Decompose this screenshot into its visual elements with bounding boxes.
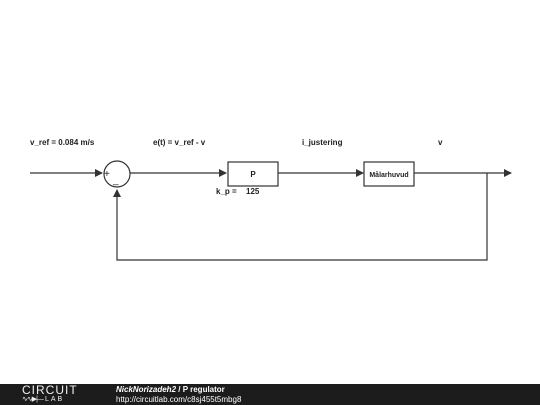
credit-separator: / (176, 385, 183, 394)
summing-plus-sign: + (104, 169, 110, 180)
plant-block (363, 161, 415, 187)
v-output-label: v (438, 138, 443, 147)
p-controller-block (227, 161, 279, 187)
credit-block: NickNorizadeh2 / P regulator http://circ… (116, 385, 241, 405)
error-label: e(t) = v_ref - v (153, 138, 206, 147)
i-justering-label: i_justering (302, 138, 343, 147)
feedback-path (113, 173, 488, 261)
v-ref-label: v_ref = 0.084 m/s (30, 138, 95, 147)
footer-bar: CIRCUIT ∿∿▶|—LAB NickNorizadeh2 / P regu… (0, 384, 540, 405)
p-controller-label: P (250, 170, 256, 179)
circuitlab-logo[interactable]: CIRCUIT ∿∿▶|—LAB (22, 383, 94, 404)
logo-lab-text: LAB (44, 396, 65, 403)
logo-wordmark-bottom: ∿∿▶|—LAB (22, 396, 64, 404)
circuit-title: P regulator (182, 385, 225, 394)
summing-minus-sign: _ (112, 175, 119, 186)
k-p-label: k_p = (216, 187, 237, 196)
summing-junction (103, 160, 131, 188)
resistor-diode-icon: ∿∿▶|— (22, 396, 44, 403)
logo-wordmark-top: CIRCUIT (22, 383, 78, 397)
block-diagram: + _ P Målarhuvud v_ref = 0.084 m/s e(t) … (30, 138, 512, 261)
circuit-url-link[interactable]: http://circuitlab.com/c8sj455t5mbg8 (116, 395, 242, 404)
k-p-value: 125 (246, 187, 260, 196)
author-link[interactable]: NickNorizadeh2 (116, 385, 177, 394)
plant-label: Målarhuvud (369, 171, 408, 179)
